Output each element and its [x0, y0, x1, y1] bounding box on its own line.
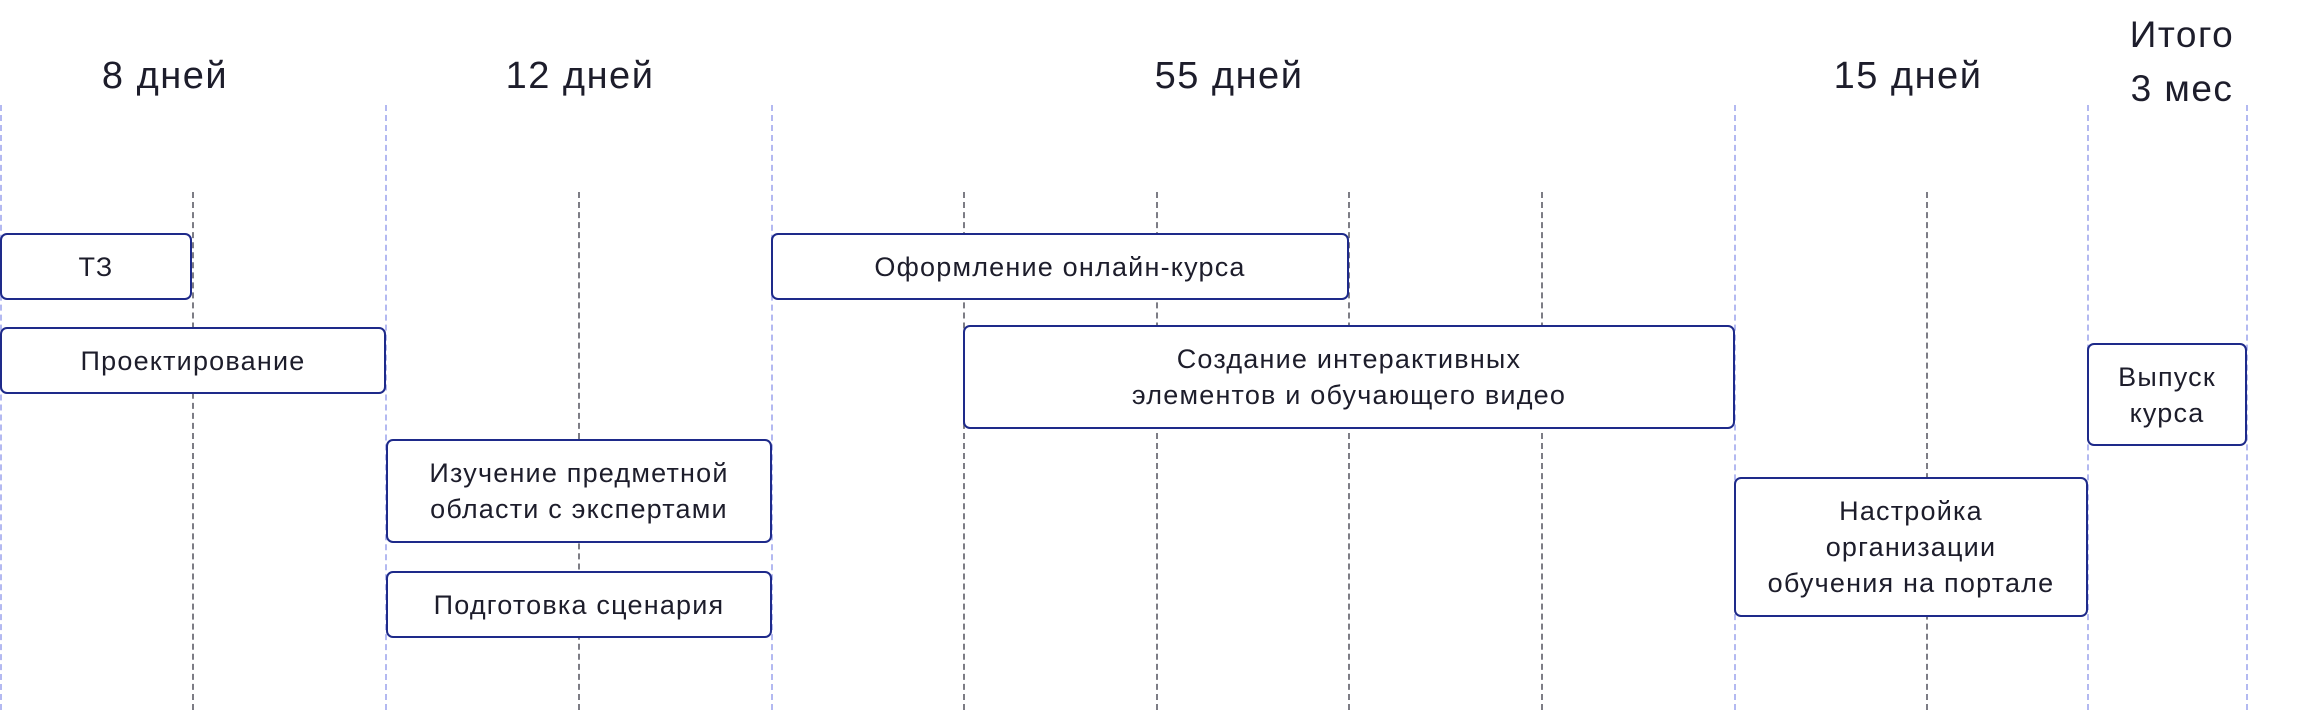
total-value: 3 мес	[2130, 68, 2234, 109]
task-box: Создание интерактивных элементов и обуча…	[963, 325, 1735, 429]
phase-duration-header: 55 дней	[1154, 55, 1304, 97]
grid-line	[1926, 192, 1928, 710]
grid-line	[1156, 192, 1158, 710]
phase-divider	[0, 105, 2, 710]
total-label: Итого	[2129, 14, 2235, 55]
grid-line	[1348, 192, 1350, 710]
task-box: Настройка организации обучения на портал…	[1734, 477, 2088, 617]
phase-duration-header: 8 дней	[101, 55, 229, 97]
grid-line	[192, 192, 194, 710]
task-box: Изучение предметной области с экспертами	[386, 439, 772, 543]
task-box: ТЗ	[0, 233, 192, 300]
task-box: Проектирование	[0, 327, 386, 394]
phase-divider	[771, 105, 773, 710]
task-box: Подготовка сценария	[386, 571, 772, 638]
phase-divider	[1734, 105, 1736, 710]
total-duration: Итого 3 мес	[2130, 8, 2234, 116]
phase-duration-header: 12 дней	[505, 55, 655, 97]
phase-duration-header: 15 дней	[1833, 55, 1983, 97]
grid-line	[963, 192, 965, 710]
grid-line	[1541, 192, 1543, 710]
phase-divider	[385, 105, 387, 710]
phase-divider	[2246, 105, 2248, 710]
task-box: Оформление онлайн-курса	[771, 233, 1349, 300]
task-box: Выпуск курса	[2087, 343, 2247, 446]
